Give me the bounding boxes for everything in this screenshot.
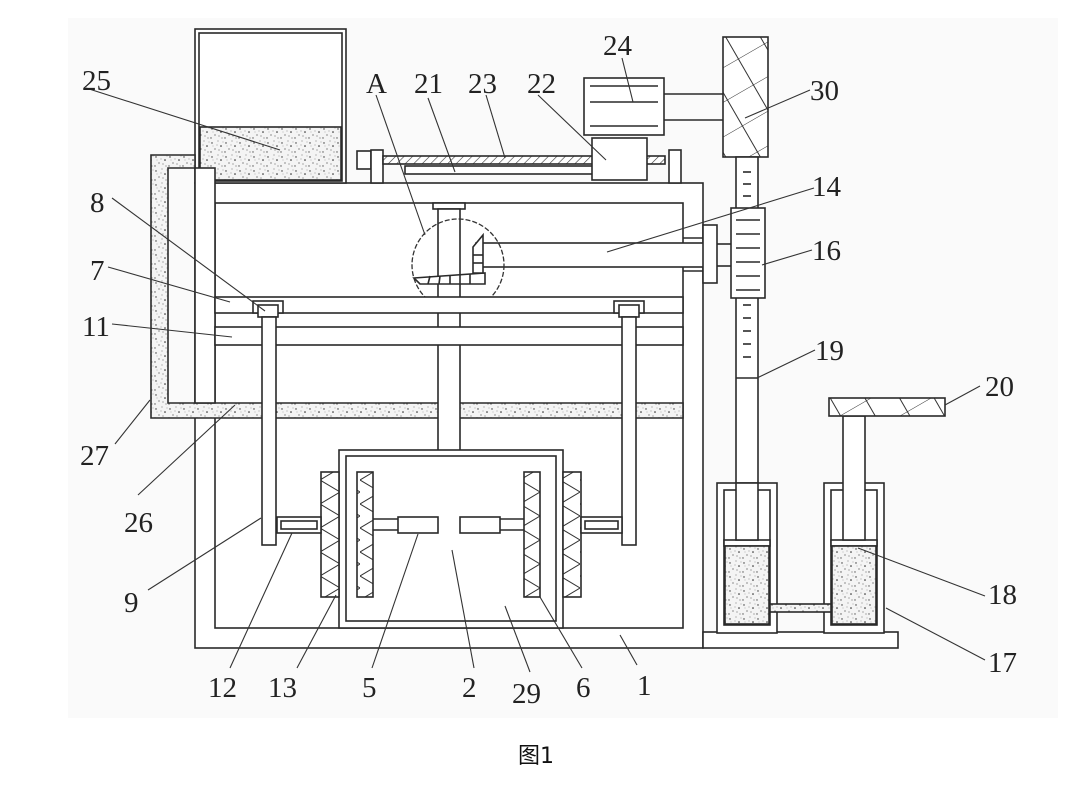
- gear-16: [730, 207, 766, 299]
- screw-assembly-21-23: [356, 137, 682, 184]
- label-24: 24: [603, 30, 633, 62]
- label-16: 16: [812, 235, 841, 267]
- label-9: 9: [124, 587, 139, 619]
- figure-caption: 图1: [518, 744, 554, 769]
- label-17: 17: [988, 647, 1017, 679]
- label-23: 23: [468, 68, 497, 100]
- connector-12: [276, 516, 623, 534]
- label-8: 8: [90, 187, 105, 219]
- plate-7: [214, 296, 684, 314]
- label-20: 20: [985, 371, 1014, 403]
- label-12: 12: [208, 672, 237, 704]
- pad-6: [356, 471, 541, 598]
- pad-13: [320, 471, 582, 598]
- cylinder-17-left: [716, 482, 778, 634]
- label-14: 14: [812, 171, 842, 203]
- label-26: 26: [124, 507, 153, 539]
- label-19: 19: [815, 335, 844, 367]
- hopper-25: [194, 28, 347, 184]
- label-29: 29: [512, 678, 541, 710]
- label-30: 30: [810, 75, 839, 107]
- label-11: 11: [82, 311, 110, 343]
- block-30: [722, 36, 769, 158]
- label-27: 27: [80, 440, 109, 472]
- motor-24: [583, 77, 723, 136]
- rod-9: [261, 316, 637, 546]
- label-2: 2: [462, 672, 477, 704]
- label-A: A: [366, 68, 387, 100]
- label-22: 22: [527, 68, 556, 100]
- label-21: 21: [414, 68, 443, 100]
- base-plate: [702, 631, 899, 649]
- detail-circle-A: [411, 218, 505, 312]
- connector-5: [373, 516, 524, 534]
- cylinder-17-right: [823, 415, 885, 634]
- label-18: 18: [988, 579, 1017, 611]
- inner-box-29: [338, 449, 564, 629]
- pipe-27: [150, 154, 684, 419]
- label-6: 6: [576, 672, 591, 704]
- label-1: 1: [637, 670, 652, 702]
- label-13: 13: [268, 672, 297, 704]
- shaft-14: [475, 224, 731, 284]
- plate-11: [214, 326, 684, 346]
- leader-lines: [85, 57, 986, 673]
- link-pipe: [769, 603, 832, 613]
- label-7: 7: [90, 255, 105, 287]
- plate-20: [828, 397, 946, 417]
- label-25: 25: [82, 65, 111, 97]
- label-5: 5: [362, 672, 377, 704]
